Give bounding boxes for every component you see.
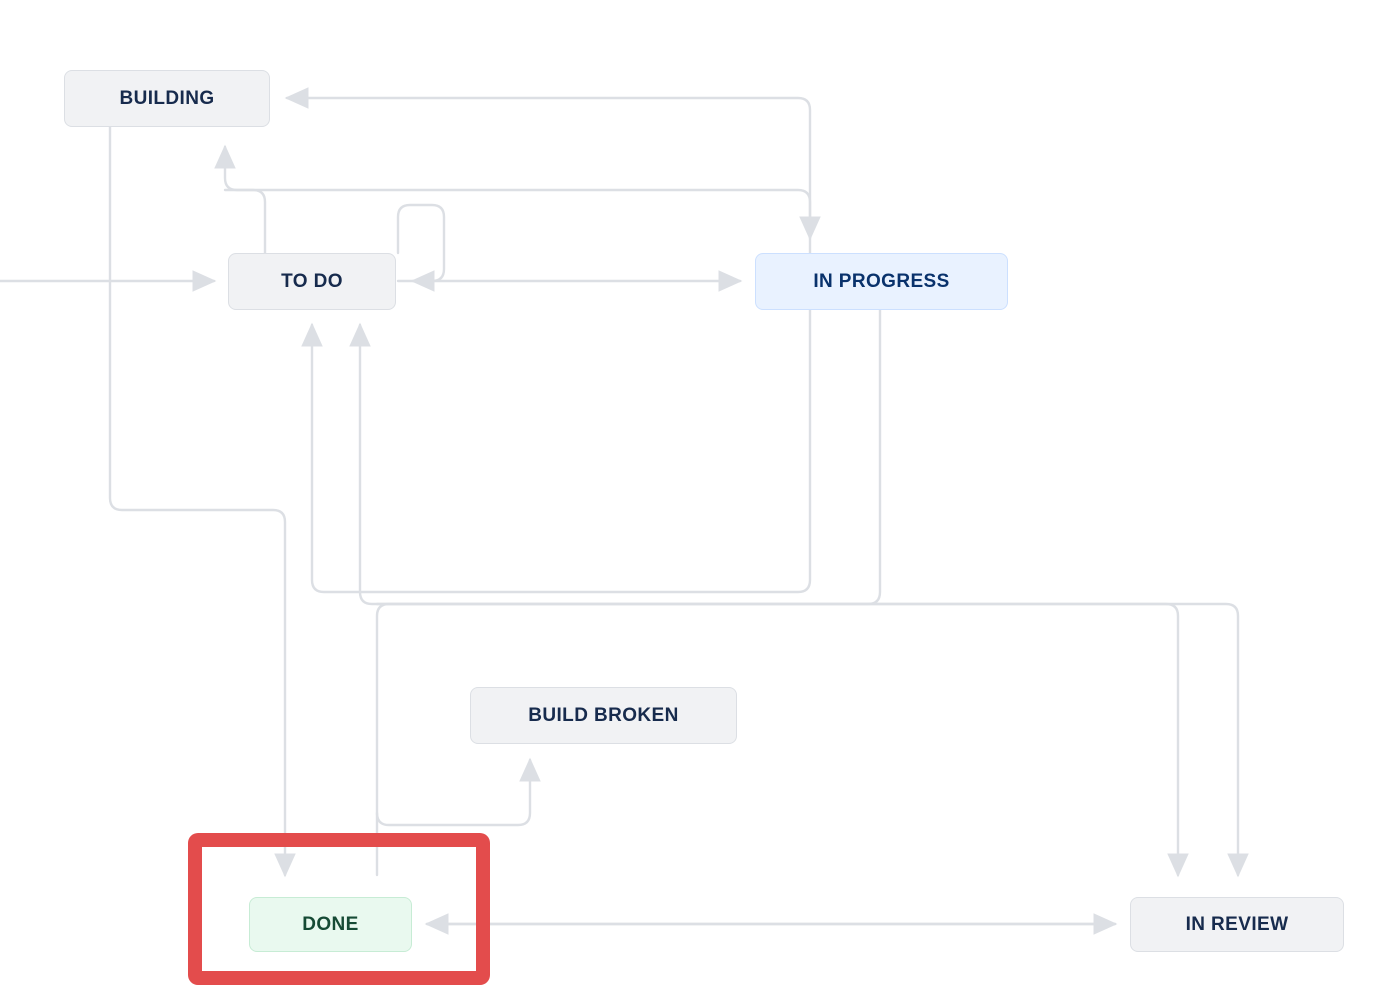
status-node-build-broken[interactable]: BUILD BROKEN <box>470 687 737 744</box>
status-node-label: DONE <box>302 913 359 935</box>
status-node-label: BUILD BROKEN <box>528 704 679 726</box>
status-node-label: IN PROGRESS <box>813 270 950 292</box>
edge-todo-self-loop <box>396 203 446 292</box>
status-node-label: BUILDING <box>119 87 215 109</box>
edge-in-progress-to-todo <box>301 308 812 594</box>
status-node-in-progress[interactable]: IN PROGRESS <box>755 253 1008 310</box>
status-node-done[interactable]: DONE <box>249 897 412 952</box>
edge-in-review-to-todo <box>349 308 882 606</box>
status-node-in-review[interactable]: IN REVIEW <box>1130 897 1344 952</box>
edge-lower-trunk-to-in-review <box>375 602 1189 878</box>
edge-done-to-build-broken <box>375 757 541 827</box>
status-node-to-do[interactable]: TO DO <box>228 253 396 310</box>
status-node-label: IN REVIEW <box>1185 913 1289 935</box>
edge-todo-to-building <box>214 144 267 255</box>
edge-in-progress-to-building <box>284 87 812 255</box>
status-node-building[interactable]: BUILDING <box>64 70 270 127</box>
edge-building-to-done <box>108 125 296 878</box>
status-node-label: TO DO <box>281 270 343 292</box>
edge-building-to-in-progress <box>223 188 821 241</box>
